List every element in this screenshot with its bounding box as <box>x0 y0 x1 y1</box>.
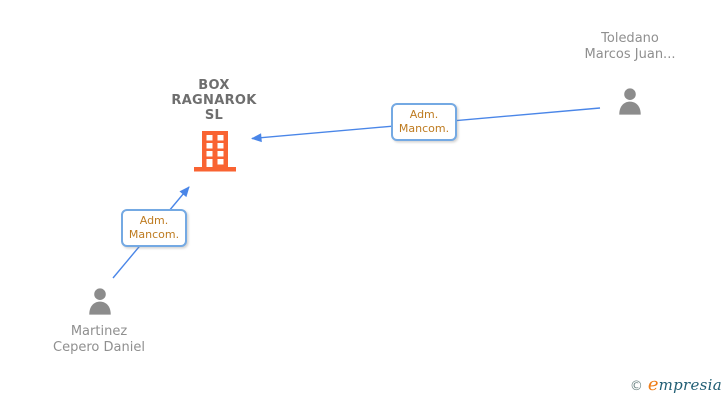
company-name[interactable]: BOX RAGNAROK SL <box>171 78 257 123</box>
person-name-martinez[interactable]: Martinez Cepero Daniel <box>53 324 145 355</box>
relationship-label-text: Adm. Mancom. <box>398 108 450 135</box>
brand-initial: e <box>647 374 659 395</box>
copyright-symbol: © <box>629 379 643 394</box>
building-icon[interactable] <box>193 131 237 172</box>
relationship-label-martinez: Adm. Mancom. <box>121 209 187 247</box>
empresia-logo: © e mpresia <box>630 374 722 395</box>
brand-name: mpresia <box>658 376 722 394</box>
person-icon[interactable] <box>86 287 114 316</box>
relationship-label-toledano: Adm. Mancom. <box>391 103 457 141</box>
person-name-toledano[interactable]: Toledano Marcos Juan... <box>584 31 676 62</box>
person-icon[interactable] <box>616 87 644 116</box>
relationship-label-text: Adm. Mancom. <box>128 214 180 241</box>
